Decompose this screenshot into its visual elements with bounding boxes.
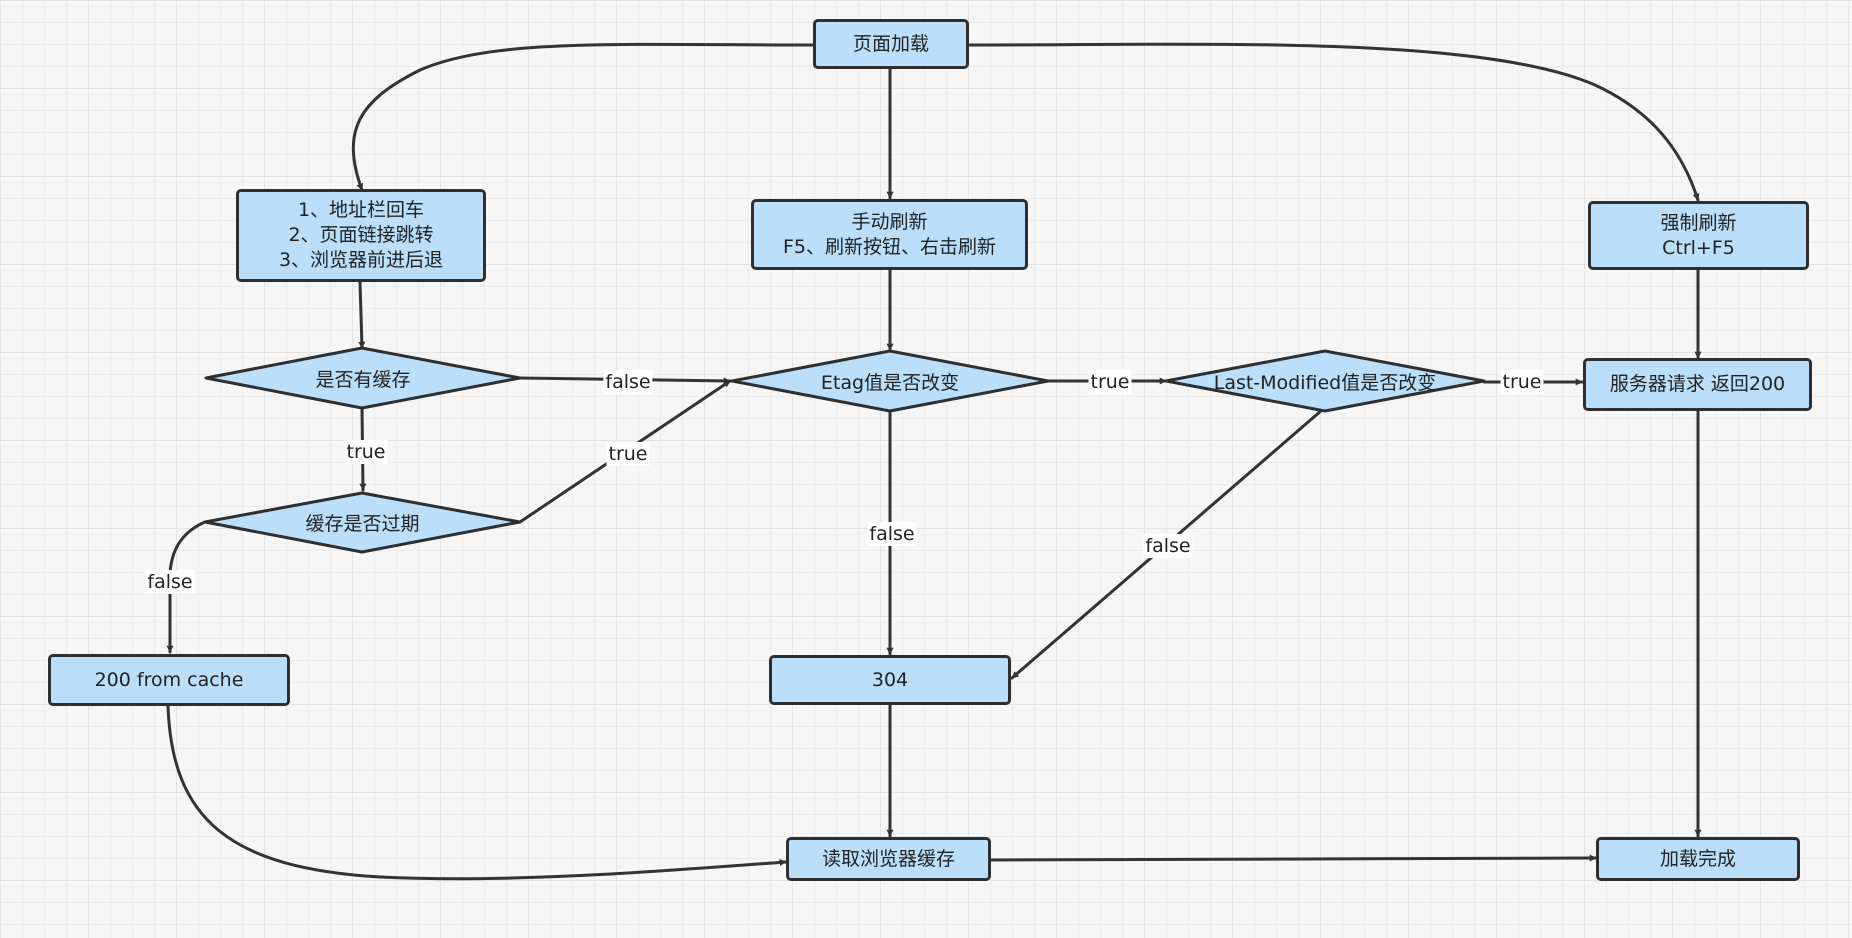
node-from-cache: 200 from cache [48,654,290,706]
decision-etag-shape [730,349,1050,413]
edge-label-etag-false: false [867,522,917,546]
edge-label-etag-true: true [1088,370,1132,394]
edge-normal-nav-to-has-cache [358,280,366,350]
decision-expired: 缓存是否过期 [305,513,420,535]
node-server-200: 服务器请求 返回200 [1583,358,1812,411]
decision-lastmod: Last-Modified值是否改变 [1213,371,1437,394]
node-page-load: 页面加载 [813,19,969,69]
decision-has-cache: 是否有缓存 [315,368,411,391]
decision-etag: Etag值是否改变 [820,371,960,394]
decision-has-cache-shape [204,346,522,410]
node-force-refresh: 强制刷新 Ctrl+F5 [1588,201,1809,270]
edge-load-to-force-refresh [967,42,1700,202]
edge-label-expired-false: false [145,570,195,594]
edge-label-has-cache-false: false [603,370,653,394]
edge-load-to-normal-nav [351,42,815,192]
edge-label-lastmod-true: true [1500,370,1544,394]
edge-label-lastmod-false: false [1143,534,1193,558]
node-normal-nav: 1、地址栏回车 2、页面链接跳转 3、浏览器前进后退 [236,189,486,282]
decision-lastmod-shape [1164,349,1486,413]
node-load-done: 加载完成 [1596,837,1800,881]
edge-from-cache-to-read-cache [166,704,788,881]
node-manual-refresh: 手动刷新 F5、刷新按钮、右击刷新 [751,199,1028,270]
decision-expired-shape [203,491,522,554]
node-read-cache: 读取浏览器缓存 [786,837,991,881]
edge-read-cache-to-load-done [988,854,1598,862]
edge-label-has-cache-true: true [344,440,388,464]
edge-label-expired-true: true [606,442,650,466]
node-304: 304 [769,655,1011,705]
